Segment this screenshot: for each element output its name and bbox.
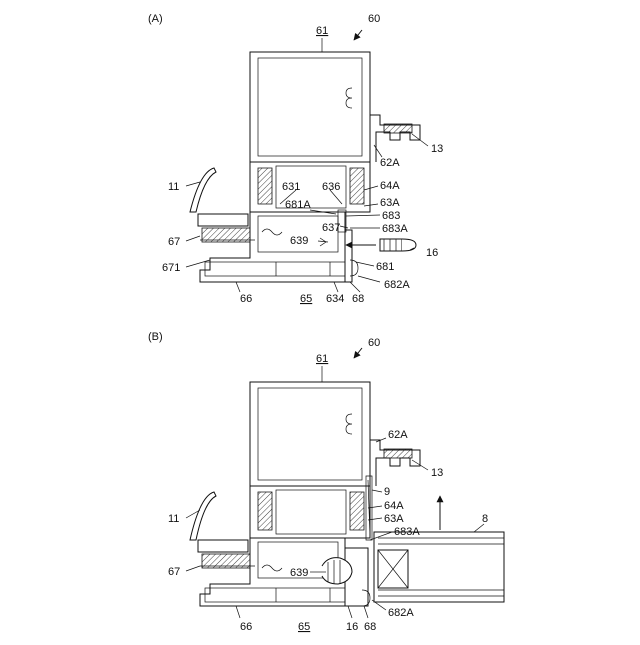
ref-65: 65 xyxy=(298,621,310,633)
ref-631: 631 xyxy=(282,181,300,193)
ref-671: 671 xyxy=(162,262,180,274)
ref-681A: 681A xyxy=(285,199,311,211)
ref-634: 634 xyxy=(326,293,344,305)
reference-numerals-a: 60 61 13 62A 11 631 636 64A 63A 681A 683… xyxy=(162,13,443,305)
figure-b-label: (B) xyxy=(148,331,163,343)
ref-67: 67 xyxy=(168,236,180,248)
ref-66: 66 xyxy=(240,293,252,305)
ref-11: 11 xyxy=(168,513,179,525)
ref-636: 636 xyxy=(322,181,340,193)
ref-637: 637 xyxy=(322,222,340,234)
ref-11: 11 xyxy=(168,181,179,193)
ref-61: 61 xyxy=(316,353,328,365)
ref-682A: 682A xyxy=(388,607,414,619)
ref-64A: 64A xyxy=(380,180,400,192)
ref-63A: 63A xyxy=(384,513,404,525)
reference-numerals-b: 60 61 62A 13 9 64A 63A 683A 8 11 67 639 … xyxy=(168,337,488,633)
ref-61: 61 xyxy=(316,25,328,37)
ref-62A: 62A xyxy=(388,429,408,441)
ref-64A: 64A xyxy=(384,500,404,512)
ref-683A: 683A xyxy=(382,223,408,235)
ref-62A: 62A xyxy=(380,157,400,169)
ref-60: 60 xyxy=(368,337,380,349)
ref-67: 67 xyxy=(168,566,180,578)
figure-b: (B) xyxy=(148,331,504,633)
ref-13: 13 xyxy=(431,143,443,155)
ref-60: 60 xyxy=(368,13,380,25)
ref-65: 65 xyxy=(300,293,312,305)
figure-a-label: (A) xyxy=(148,13,163,25)
ref-639: 639 xyxy=(290,567,308,579)
ref-683: 683 xyxy=(382,210,400,222)
ref-13: 13 xyxy=(431,467,443,479)
ref-68: 68 xyxy=(352,293,364,305)
ref-68: 68 xyxy=(364,621,376,633)
frame-profile-b xyxy=(190,348,504,606)
ref-16: 16 xyxy=(426,247,438,259)
ref-681: 681 xyxy=(376,261,394,273)
ref-8: 8 xyxy=(482,513,488,525)
ref-639: 639 xyxy=(290,235,308,247)
ref-682A: 682A xyxy=(384,279,410,291)
ref-683A: 683A xyxy=(394,526,420,538)
ref-9: 9 xyxy=(384,486,390,498)
ref-16: 16 xyxy=(346,621,358,633)
figure-a: (A) xyxy=(148,13,443,305)
ref-63A: 63A xyxy=(380,197,400,209)
ref-66: 66 xyxy=(240,621,252,633)
